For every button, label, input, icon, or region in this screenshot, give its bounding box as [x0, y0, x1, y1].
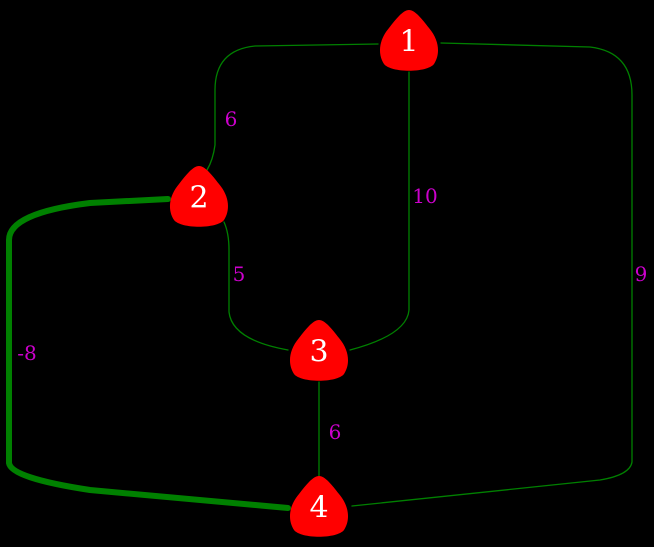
edge-label-layer: 6 10 9 5 -8 6 — [17, 107, 647, 444]
node-shape-4 — [289, 476, 349, 537]
node-shape-3 — [289, 320, 349, 381]
node-label-4: 4 — [309, 491, 328, 526]
node-label-1: 1 — [399, 25, 418, 60]
node-label-2: 2 — [189, 181, 208, 216]
edge-weight-2-4: -8 — [17, 341, 36, 365]
edge-weight-3-4: 6 — [329, 420, 342, 444]
node-3[interactable]: 3 — [289, 320, 349, 381]
edge-layer — [6, 42, 633, 511]
node-shape-1 — [379, 10, 439, 71]
edge-1-3 — [349, 71, 410, 351]
node-2[interactable]: 2 — [169, 166, 229, 227]
edge-1-4 — [351, 42, 633, 507]
edge-1-2 — [206, 43, 379, 171]
node-shape-2 — [169, 166, 229, 227]
node-layer: 1 2 3 4 — [169, 10, 439, 537]
edge-2-4 — [6, 196, 291, 511]
node-4[interactable]: 4 — [289, 476, 349, 537]
node-label-3: 3 — [309, 335, 328, 370]
node-1[interactable]: 1 — [379, 10, 439, 71]
edge-2-3 — [223, 221, 289, 351]
edge-weight-1-3: 10 — [412, 184, 437, 208]
edge-weight-1-2: 6 — [225, 107, 238, 131]
edge-weight-1-4: 9 — [635, 262, 648, 286]
edge-weight-2-3: 5 — [233, 262, 246, 286]
